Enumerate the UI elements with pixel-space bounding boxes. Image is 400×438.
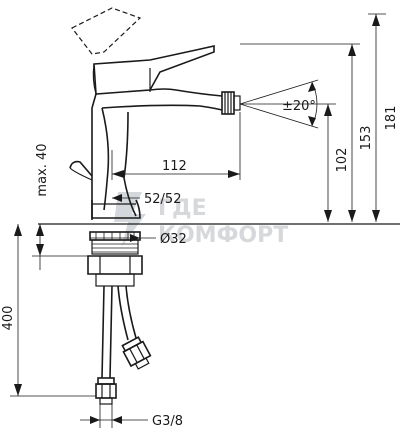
mixer-head [91, 93, 97, 220]
spout-bottom [101, 104, 223, 111]
dimension-thread: G3/8 [80, 404, 183, 429]
popup-rod [69, 160, 93, 177]
dimension-112: 112 [111, 112, 241, 180]
mounting-assembly [87, 231, 143, 287]
watermark: ГДЕ КОМФОРТ [114, 192, 288, 248]
faucet-body [69, 7, 241, 220]
lever-handle [93, 45, 215, 95]
base-plate [91, 199, 141, 219]
dimension-angle-label: ±20° [282, 99, 316, 114]
dimension-thread-label: G3/8 [152, 414, 183, 429]
dimension-5252: 52/52 [112, 192, 181, 207]
dimension-153-label: 153 [359, 126, 374, 151]
spout-top [149, 88, 223, 97]
dimension-400-label: 400 [1, 306, 16, 331]
dimension-181: 181 [368, 13, 399, 222]
dimension-max40-label: max. 40 [35, 143, 50, 196]
supply-hoses [95, 285, 152, 405]
watermark-line-2: КОМФОРТ [158, 223, 288, 248]
dimension-max40: max. 40 [32, 143, 90, 270]
lever-raised-outline [71, 7, 142, 55]
body-right [123, 111, 137, 217]
body-front [101, 107, 110, 211]
dimension-112-label: 112 [162, 159, 187, 174]
dimension-153: 153 [240, 43, 374, 222]
aerator-cap [233, 95, 241, 111]
dimension-102-label: 102 [335, 148, 350, 173]
watermark-line-1: ГДЕ [158, 196, 207, 221]
lever-cap [92, 63, 97, 95]
dimension-32-label: Ø32 [160, 232, 187, 247]
dimension-angle: ±20° [239, 79, 319, 129]
dimension-102: 102 [240, 103, 350, 222]
dimension-32: Ø32 [90, 232, 187, 247]
lightning-bolt-icon [114, 192, 146, 246]
dimension-400: 400 [1, 224, 96, 397]
dimension-181-label: 181 [384, 106, 399, 131]
dimension-5252-label: 52/52 [144, 192, 181, 207]
